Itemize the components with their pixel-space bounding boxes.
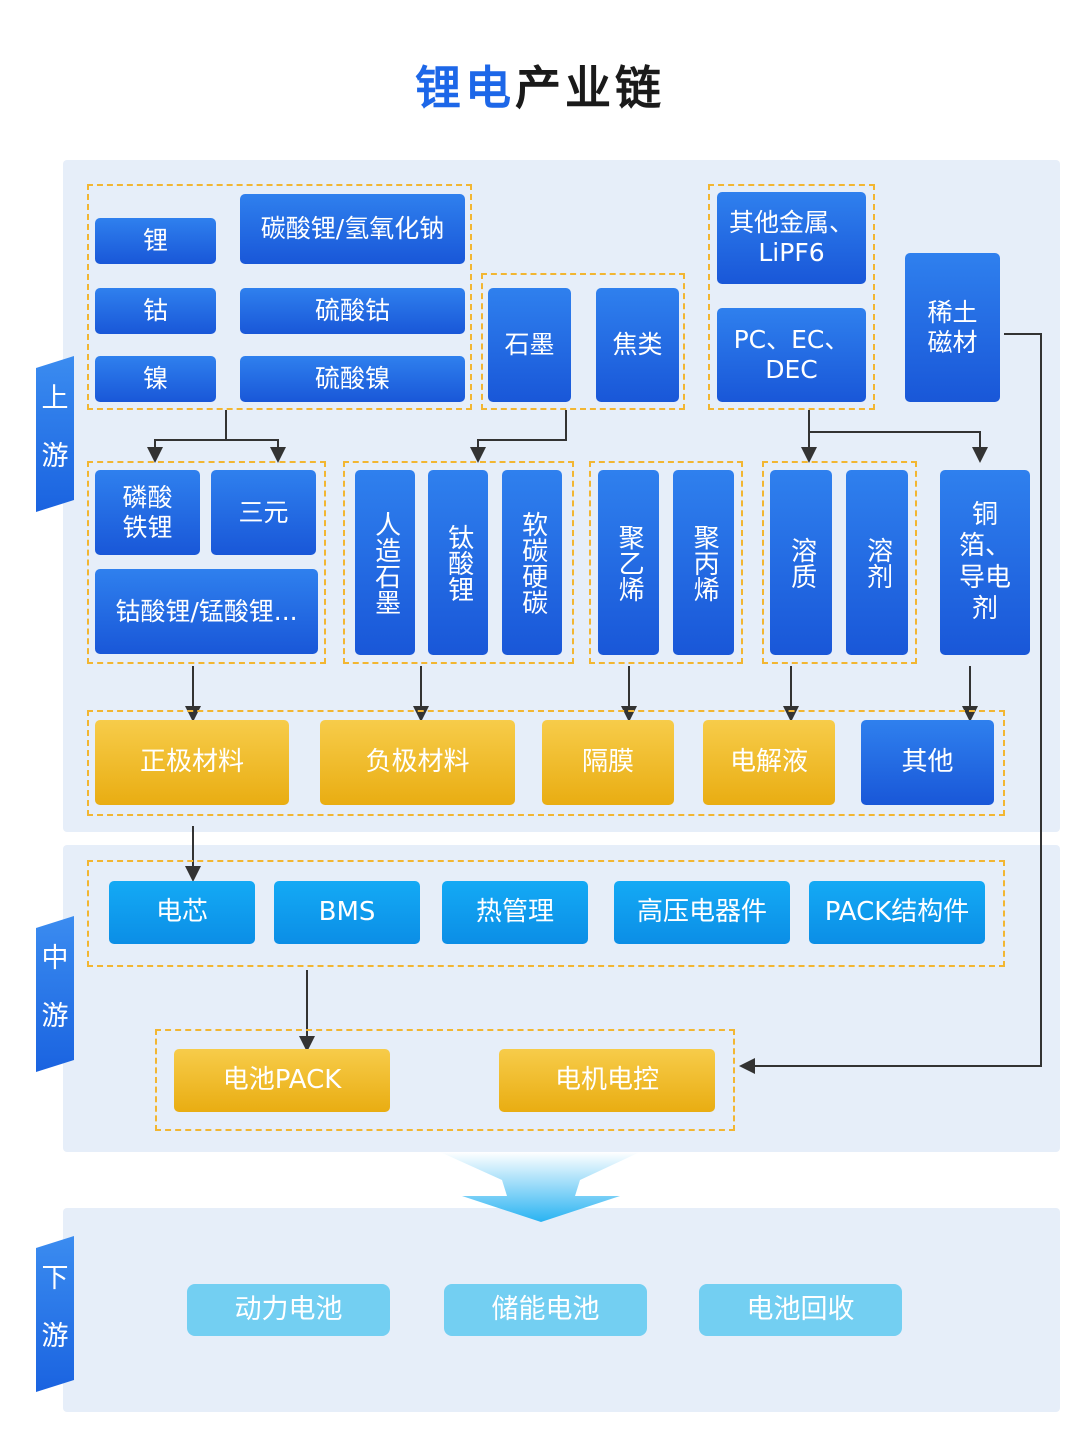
- other-metals-box: 其他金属、LiPF6: [717, 192, 866, 284]
- anode-artificial-graphite: 人造石墨: [355, 470, 415, 655]
- raw-metal-nickel: 镍: [95, 356, 216, 402]
- cathode-lco-lmo: 钴酸锂/锰酸锂...: [95, 569, 318, 654]
- anode-lto: 钛酸锂: [428, 470, 488, 655]
- raw-metal-cobalt: 钴: [95, 288, 216, 334]
- page-title: 锂电产业链: [0, 52, 1080, 118]
- materials-group: [87, 710, 1005, 816]
- stage-label-upstream: 上游: [41, 383, 69, 472]
- copper-foil-conductive-agent: 铜箔、导电剂: [940, 470, 1030, 655]
- stage-tag-upstream: 上游: [36, 356, 74, 512]
- component-thermal: 热管理: [442, 881, 588, 944]
- anode-soft-hard-carbon: 软碳硬碳: [502, 470, 562, 655]
- component-bms: BMS: [274, 881, 420, 944]
- anode-types-group: [343, 461, 574, 664]
- title-highlight: 锂电: [415, 61, 515, 115]
- material-electrolyte: 电解液: [703, 720, 835, 805]
- coke-box: 焦类: [596, 288, 679, 402]
- material-separator: 隔膜: [542, 720, 674, 805]
- material-cathode: 正极材料: [95, 720, 289, 805]
- stage-tag-midstream: 中游: [36, 916, 74, 1072]
- compound-cobalt-sulfate: 硫酸钴: [240, 288, 465, 334]
- raw-metal-lithium: 锂: [95, 218, 216, 264]
- graphite-box: 石墨: [488, 288, 571, 402]
- separator-types-group: [589, 461, 743, 664]
- separator-pe: 聚乙烯: [598, 470, 659, 655]
- cathode-ternary: 三元: [211, 470, 316, 555]
- solvent-raw-box: PC、EC、DEC: [717, 308, 866, 402]
- cathode-types-group: [87, 461, 326, 664]
- material-other: 其他: [861, 720, 994, 805]
- compound-nickel-sulfate: 硫酸镍: [240, 356, 465, 402]
- application-storage-battery: 储能电池: [444, 1284, 647, 1336]
- graphite-group: [481, 273, 685, 410]
- separator-pp: 聚丙烯: [673, 470, 734, 655]
- component-cell: 电芯: [109, 881, 255, 944]
- stage-label-downstream: 下游: [41, 1263, 69, 1352]
- stage-label-midstream: 中游: [41, 943, 69, 1032]
- component-pack-structure: PACK结构件: [809, 881, 985, 944]
- compound-lithium-carbonate: 碳酸锂/氢氧化钠: [240, 194, 465, 264]
- assembly-battery-pack: 电池PACK: [174, 1049, 390, 1112]
- cathode-lfp: 磷酸铁锂: [95, 470, 200, 555]
- raw-materials-group: [87, 184, 472, 410]
- electrolyte-solvent: 溶剂: [846, 470, 908, 655]
- components-group: [87, 860, 1005, 967]
- material-anode: 负极材料: [320, 720, 515, 805]
- assemblies-group: [155, 1029, 735, 1131]
- rare-earth-box: 稀土磁材: [905, 253, 1000, 402]
- electrolyte-solute: 溶质: [770, 470, 832, 655]
- assembly-motor-control: 电机电控: [499, 1049, 715, 1112]
- electrolyte-raw-group: [708, 184, 875, 410]
- stage-tag-downstream: 下游: [36, 1236, 74, 1392]
- application-battery-recycling: 电池回收: [699, 1284, 902, 1336]
- component-hv-devices: 高压电器件: [614, 881, 790, 944]
- electrolyte-types-group: [762, 461, 917, 664]
- flow-arrow-down: [440, 1152, 640, 1222]
- application-power-battery: 动力电池: [187, 1284, 390, 1336]
- title-rest: 产业链: [515, 61, 665, 115]
